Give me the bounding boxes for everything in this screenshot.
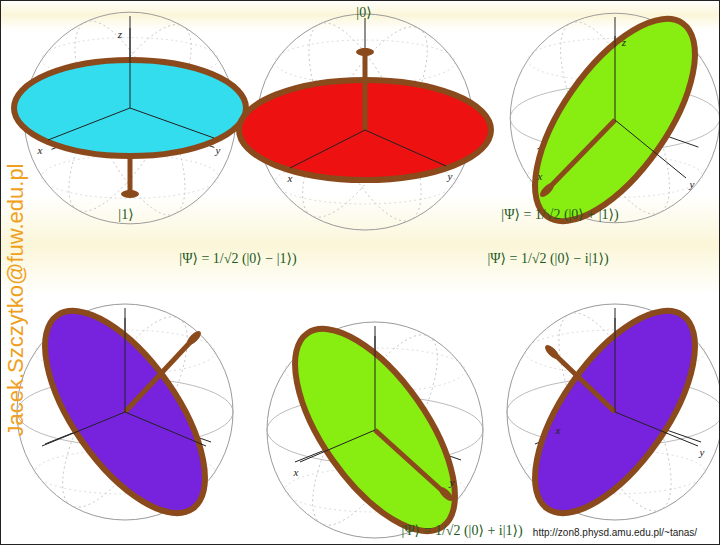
axis-label: x [556,424,561,436]
source-url: http://zon8.physd.amu.edu.pl/~tanas/ [533,527,697,538]
axis-label: x [288,172,293,184]
axis-label: z [118,28,122,40]
state-formula: |Ψ⟩ = 1/√2 (|0⟩ − i|1⟩) [487,250,608,267]
state-formula: |Ψ⟩ = 1/√2 (|0⟩ + i|1⟩) [401,522,522,539]
axis-label: y [690,178,695,190]
axis-label: y [700,446,705,458]
axis-label: z [622,36,626,48]
axis-label: y [216,144,221,156]
state-ket: |1⟩ [118,206,133,223]
axis-label: x [294,466,299,478]
watermark: Jacek.Szczytko@fuw.edu.pl [3,163,29,436]
axis-label: y [450,476,455,488]
state-formula: |Ψ⟩ = 1/√2 (|0⟩ − |1⟩) [179,250,296,267]
axis-label: x [38,144,43,156]
axis-label: x [538,170,543,182]
state-ket: |0⟩ [356,4,371,21]
axis-label: y [448,170,453,182]
state-formula: |Ψ⟩ = 1/√2 (|0⟩ + |1⟩) [501,206,618,223]
